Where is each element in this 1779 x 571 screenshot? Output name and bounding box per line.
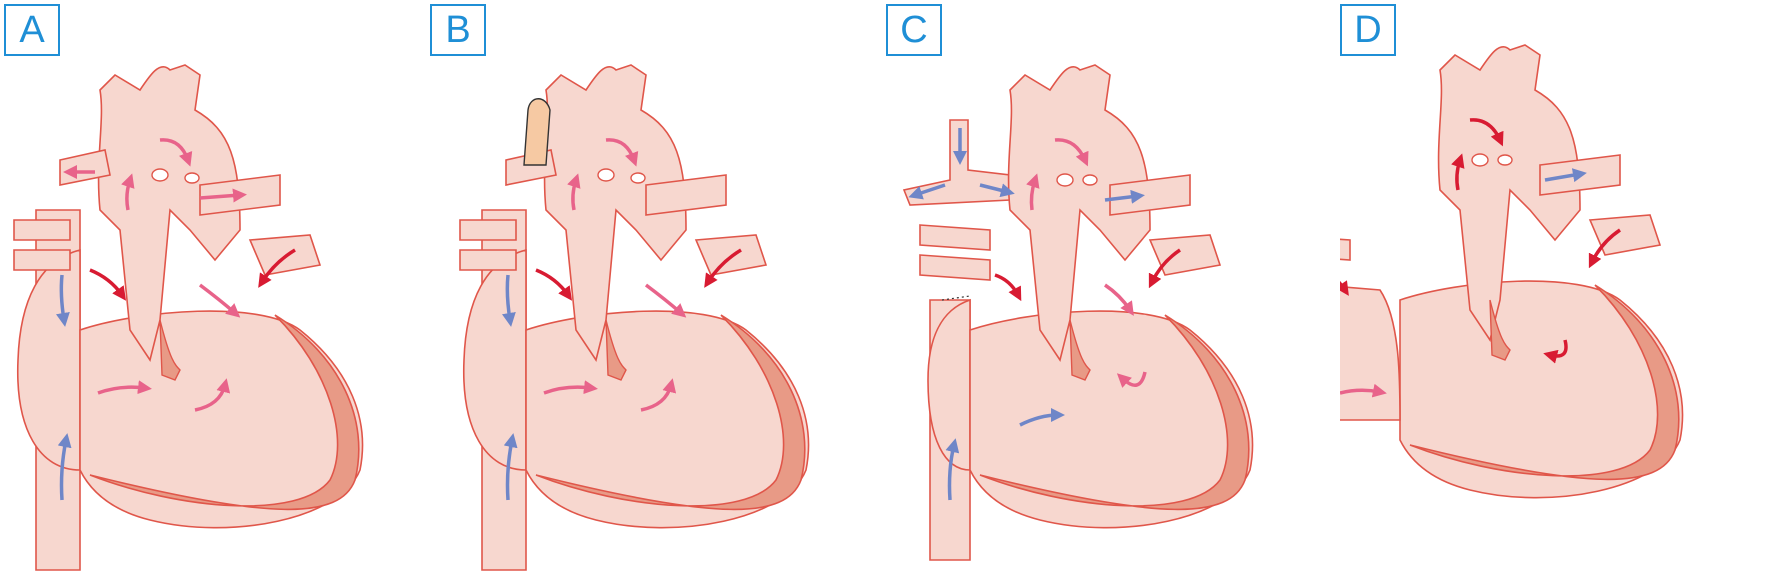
arrow-mixed bbox=[194, 378, 231, 412]
arrow-deoxygenated bbox=[1544, 168, 1587, 183]
pulmonary-veins bbox=[1340, 238, 1351, 261]
arrow-deoxygenated bbox=[501, 274, 516, 327]
arrow-oxygenated bbox=[535, 268, 573, 301]
arrow-oxygenated bbox=[1340, 280, 1349, 296]
arrow-mixed bbox=[159, 138, 193, 167]
vessel-lumen bbox=[597, 168, 615, 182]
panel-label-a: A bbox=[4, 4, 60, 56]
arrow-oxygenated bbox=[1543, 339, 1568, 364]
ventricle bbox=[79, 310, 364, 529]
arrow-deoxygenated bbox=[55, 274, 70, 327]
right-atrium bbox=[16, 248, 81, 471]
arrow-deoxygenated bbox=[908, 183, 946, 200]
septum bbox=[159, 319, 181, 381]
arrow-mixed bbox=[1054, 138, 1089, 167]
septum bbox=[605, 319, 627, 381]
arrow-mixed bbox=[605, 138, 639, 167]
arrow-mixed bbox=[644, 283, 687, 318]
arrow-oxygenated bbox=[258, 248, 296, 288]
arrow-oxygenated bbox=[89, 268, 127, 301]
arrow-deoxygenated bbox=[945, 438, 960, 501]
arrow-oxygenated bbox=[1451, 153, 1465, 191]
vessel-lumen bbox=[1497, 154, 1513, 166]
arrow-mixed bbox=[640, 378, 677, 412]
lv-chamber bbox=[1588, 214, 1662, 256]
arrow-oxygenated bbox=[1148, 248, 1181, 289]
ductus-branch bbox=[645, 174, 727, 216]
myocardium-wall bbox=[979, 314, 1250, 511]
arrow-mixed bbox=[97, 380, 152, 395]
vessel-lumen bbox=[151, 168, 169, 182]
ventricle bbox=[1399, 280, 1684, 499]
pulmonary-veins bbox=[459, 219, 517, 271]
arrow-mixed bbox=[567, 173, 581, 211]
ventricle bbox=[525, 310, 810, 529]
vessel-lumen bbox=[184, 172, 200, 184]
panel-b: B bbox=[430, 0, 826, 571]
myocardium-wall bbox=[535, 314, 806, 511]
arrow-oxygenated bbox=[1588, 228, 1621, 269]
heart-diagram-c bbox=[902, 64, 1254, 561]
myocardium-wall bbox=[1409, 284, 1680, 481]
arrow-mixed bbox=[1340, 383, 1387, 398]
panel-d: D bbox=[1340, 0, 1770, 571]
panel-label-c: C bbox=[886, 4, 942, 56]
arrow-oxygenated bbox=[1469, 118, 1504, 147]
arrow-mixed bbox=[199, 188, 247, 203]
panel-a: A bbox=[0, 0, 380, 571]
arrow-deoxygenated bbox=[57, 433, 72, 501]
right-atrium bbox=[927, 298, 971, 471]
heart-diagram-a bbox=[13, 64, 364, 571]
panel-label-b: B bbox=[430, 4, 486, 56]
ductus-branch bbox=[1109, 174, 1191, 216]
arrow-deoxygenated bbox=[503, 433, 518, 501]
heart-diagram-d bbox=[1340, 44, 1684, 499]
arrow-mixed bbox=[121, 173, 135, 211]
arrow-deoxygenated bbox=[1019, 408, 1065, 427]
arrow-mixed bbox=[543, 380, 598, 395]
arrow-deoxygenated bbox=[979, 183, 1015, 198]
panel-c: C bbox=[886, 0, 1310, 571]
arrow-oxygenated bbox=[704, 248, 742, 288]
arrow-mixed bbox=[1116, 371, 1147, 388]
ventricle bbox=[969, 310, 1254, 529]
shunt-graft bbox=[523, 98, 551, 166]
pulmonary-veins bbox=[919, 224, 991, 281]
pulmonary-veins bbox=[13, 219, 71, 271]
vessel-lumen bbox=[1056, 173, 1074, 187]
septum bbox=[1489, 299, 1511, 361]
arrow-mixed bbox=[1104, 283, 1134, 316]
right-atrium bbox=[462, 248, 527, 471]
arrow-mixed bbox=[198, 283, 241, 318]
arrow-deoxygenated bbox=[1104, 189, 1145, 204]
left-atrium bbox=[1340, 285, 1401, 421]
vessel-lumen bbox=[1471, 153, 1489, 167]
septum bbox=[1069, 319, 1091, 381]
heart-diagram-b bbox=[459, 64, 810, 571]
vessel-lumen bbox=[630, 172, 646, 184]
arrow-oxygenated bbox=[994, 273, 1022, 302]
vessel-lumen bbox=[1082, 174, 1098, 186]
myocardium-wall bbox=[89, 314, 360, 511]
panel-label-d: D bbox=[1340, 4, 1396, 56]
arrow-mixed bbox=[1026, 173, 1040, 211]
lv-chamber bbox=[1148, 234, 1222, 276]
